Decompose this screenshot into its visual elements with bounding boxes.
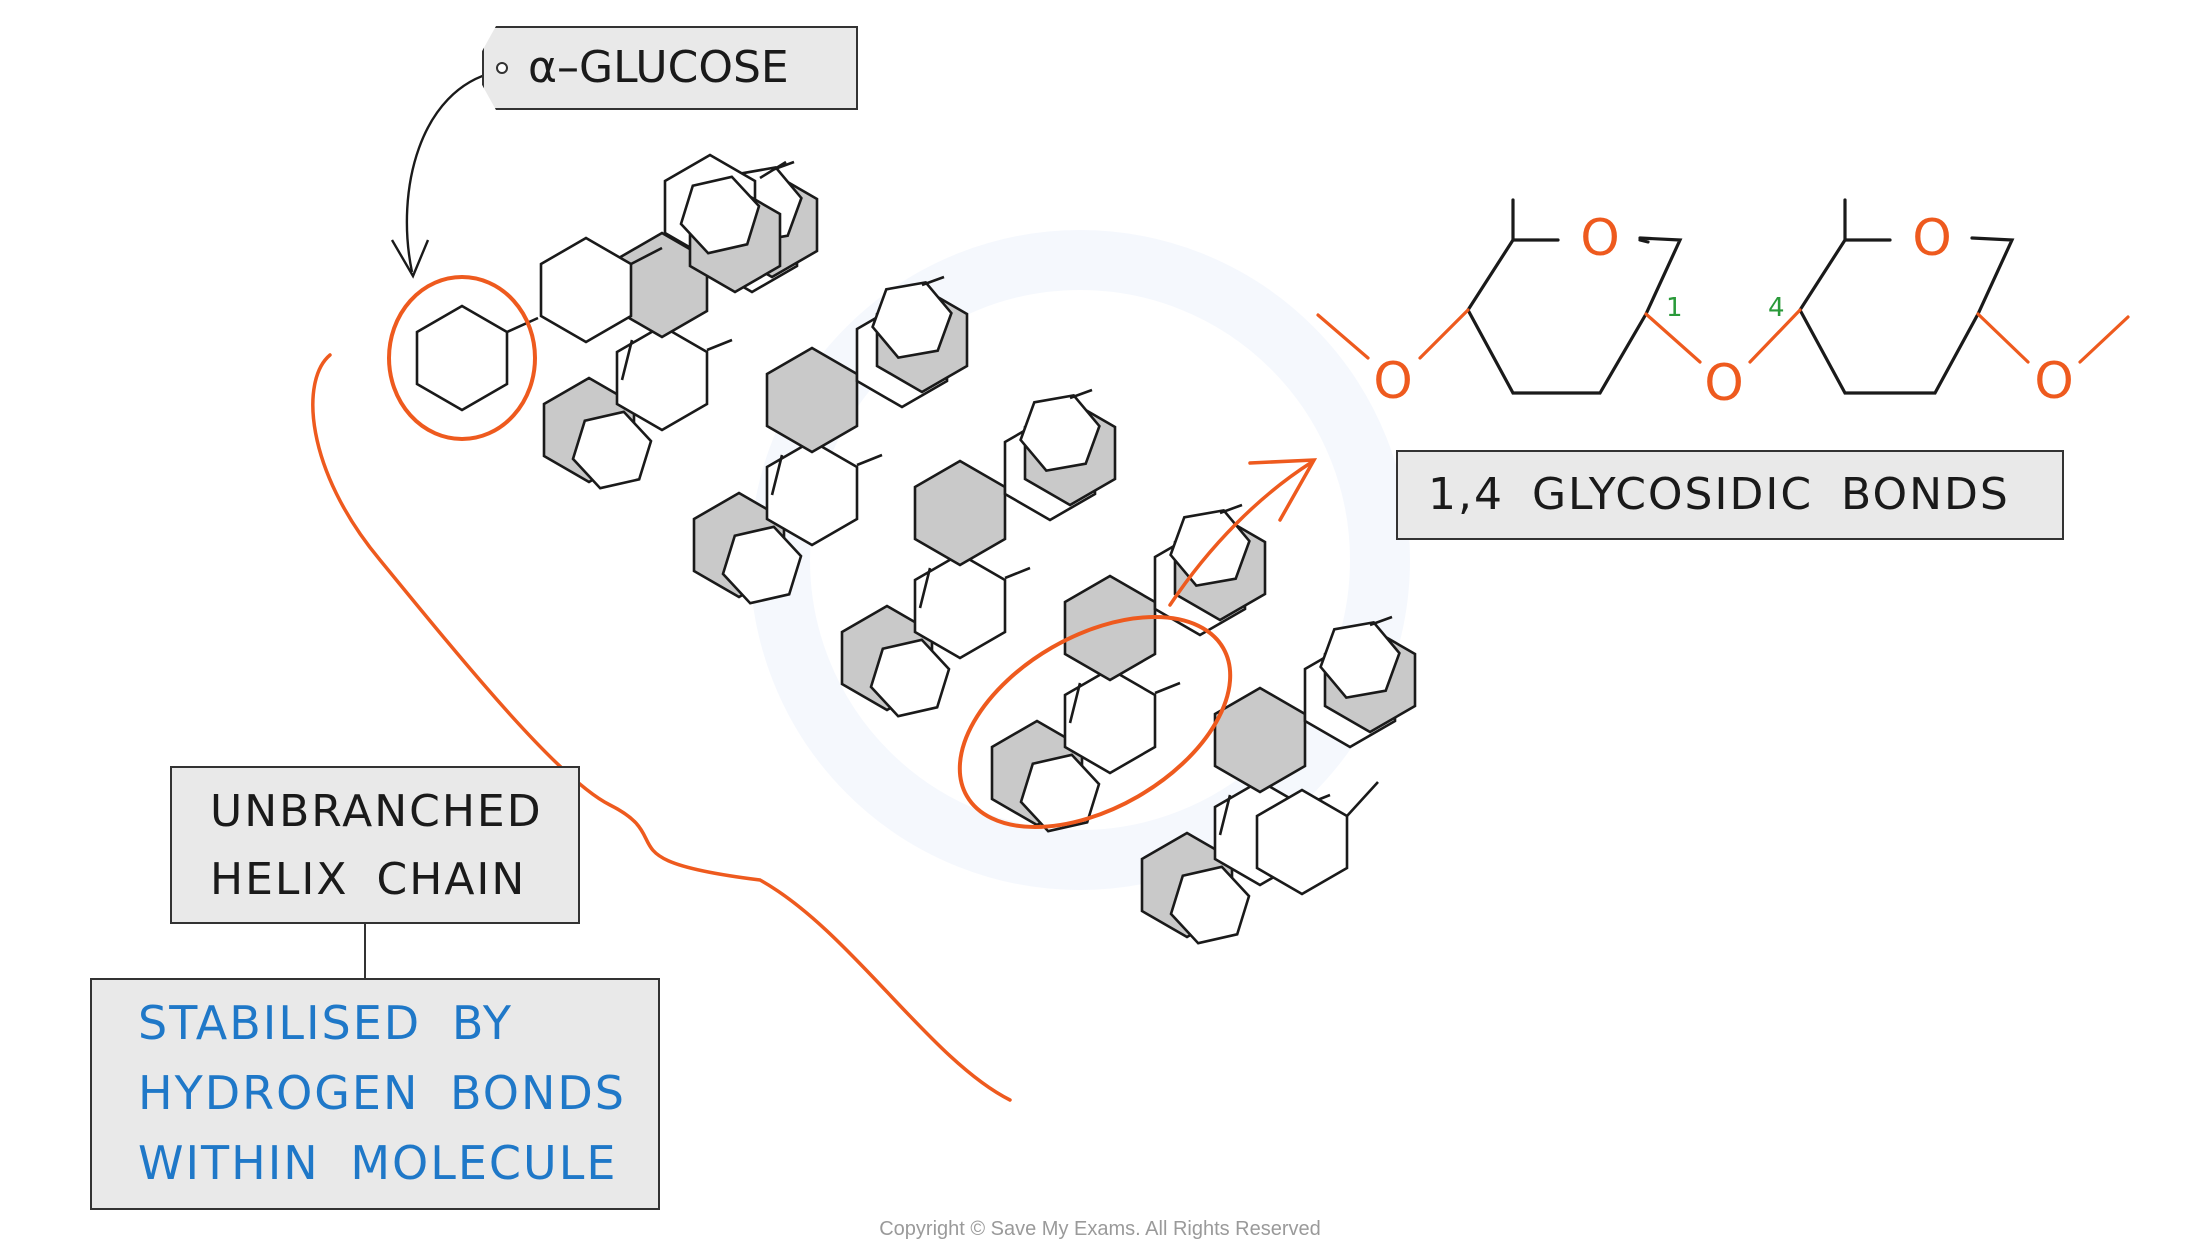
- glucose-ring-highlighted: [415, 304, 509, 412]
- stabilised-line3: WITHIN MOLECULE: [138, 1136, 618, 1190]
- stabilised-line1: STABILISED BY: [138, 996, 513, 1050]
- alpha-glucose-label: α–GLUCOSE: [528, 42, 789, 93]
- tag-hole: [496, 62, 508, 74]
- linking-oxygen-right: O: [2034, 352, 2073, 410]
- ring-oxygen-2: O: [1912, 209, 1951, 267]
- glycosidic-oxygen: O: [1704, 354, 1743, 412]
- ring-bond: [630, 246, 663, 266]
- ring-bond: [918, 567, 932, 609]
- glucose-ring-inner: [871, 280, 953, 360]
- arrow-head-orange: [1248, 458, 1318, 522]
- helix-chain-box: UNBRANCHED HELIX CHAIN: [170, 766, 580, 924]
- ring-bond: [759, 160, 787, 180]
- stabilised-box: STABILISED BY HYDROGEN BONDS WITHIN MOLE…: [90, 978, 660, 1210]
- ring-bond: [921, 275, 945, 287]
- ring-bond: [1346, 781, 1379, 817]
- glucose-ring-inner: [1169, 865, 1251, 945]
- helix-chain-line2: HELIX CHAIN: [210, 854, 527, 905]
- helix-chain-line1: UNBRANCHED: [210, 786, 543, 837]
- glucose-ring-inner: [1019, 753, 1101, 833]
- arrow-to-structure: [1168, 460, 1314, 607]
- carbon-4-label: 4: [1768, 293, 1785, 323]
- glucose-ring-inner: [1319, 620, 1401, 700]
- ring-bond: [506, 316, 539, 334]
- ring-oxygen-1: O: [1580, 209, 1619, 267]
- glucose-ring: [913, 552, 1007, 660]
- glucose-ring: [1063, 667, 1157, 775]
- helix-chain: [415, 153, 1417, 945]
- oxygen-atoms: O O O O O: [1373, 209, 2073, 412]
- glucose-ring: [615, 324, 709, 432]
- ring-bond: [770, 454, 784, 496]
- ring-bond: [1004, 566, 1031, 580]
- alpha-glucose-tag: α–GLUCOSE: [482, 26, 858, 110]
- glycosidic-structure: [1316, 198, 2130, 395]
- highlight-single-glucose: [387, 275, 537, 441]
- ring-bond: [856, 453, 883, 467]
- ring-bond: [706, 338, 733, 352]
- glucose-ring-inner: [1019, 393, 1101, 473]
- glucose-ring-inner: [721, 525, 803, 605]
- highlight-glycosidic-bond: [957, 615, 1233, 829]
- glycosidic-bonds-label: 1,4 GLYCOSIDIC BONDS: [1428, 469, 2010, 520]
- carbon-1-label: 1: [1666, 293, 1683, 323]
- glycosidic-bonds-box: 1,4 GLYCOSIDIC BONDS: [1396, 450, 2064, 540]
- glucose-ring: [539, 236, 633, 344]
- arrow-head-black: [390, 239, 430, 279]
- glucose-ring-shaded: [913, 459, 1007, 567]
- helix-brace: [311, 353, 1012, 1102]
- glucose-ring-inner: [571, 410, 653, 490]
- ring-bond: [1154, 681, 1181, 695]
- stabilised-line2: HYDROGEN BONDS: [138, 1066, 627, 1120]
- glucose-ring-inner: [679, 175, 761, 255]
- glucose-ring: [765, 439, 859, 547]
- ring-bond: [1069, 388, 1093, 400]
- linking-oxygen-left: O: [1373, 352, 1412, 410]
- copyright-footer: Copyright © Save My Exams. All Rights Re…: [879, 1218, 1321, 1240]
- ring-bond: [1369, 615, 1393, 627]
- ring-bond: [620, 339, 634, 381]
- glucose-ring-inner: [869, 638, 951, 718]
- glucose-ring-shaded: [1063, 574, 1157, 682]
- arrow-from-tag: [405, 70, 496, 273]
- ring-bond: [1218, 794, 1232, 836]
- ring-bond: [1068, 682, 1082, 724]
- ring-bond: [1219, 503, 1243, 515]
